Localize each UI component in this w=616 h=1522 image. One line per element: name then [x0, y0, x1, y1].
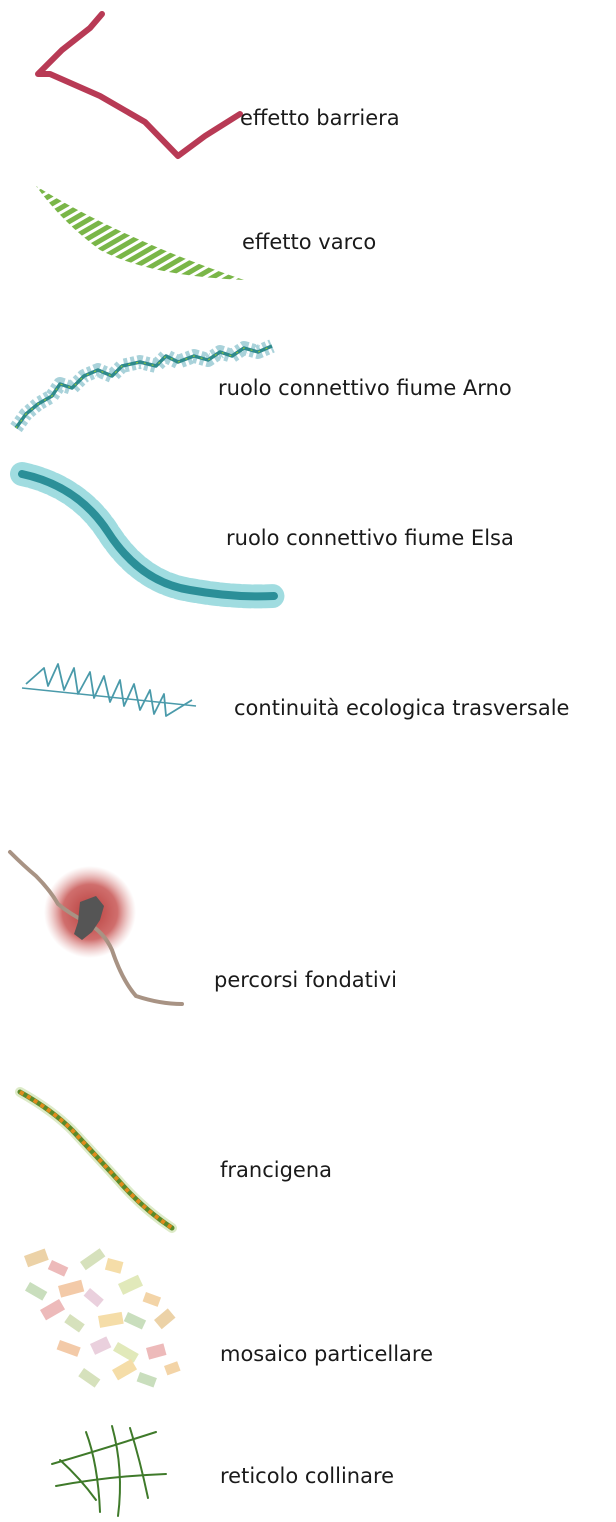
legend-label-fiume-elsa: ruolo connettivo fiume Elsa: [226, 528, 514, 549]
legend-label-mosaico-particellare: mosaico particellare: [220, 1344, 433, 1365]
legend-label-effetto-varco: effetto varco: [242, 232, 376, 253]
legend-label-fiume-arno: ruolo connettivo fiume Arno: [218, 378, 512, 399]
legend-label-francigena: francigena: [220, 1160, 332, 1181]
legend-label-reticolo-collinare: reticolo collinare: [220, 1466, 394, 1487]
legend-label-percorsi-fondativi: percorsi fondativi: [214, 970, 397, 991]
legend-label-effetto-barriera: effetto barriera: [240, 108, 400, 129]
legend-label-continuita: continuità ecologica trasversale: [234, 698, 569, 719]
